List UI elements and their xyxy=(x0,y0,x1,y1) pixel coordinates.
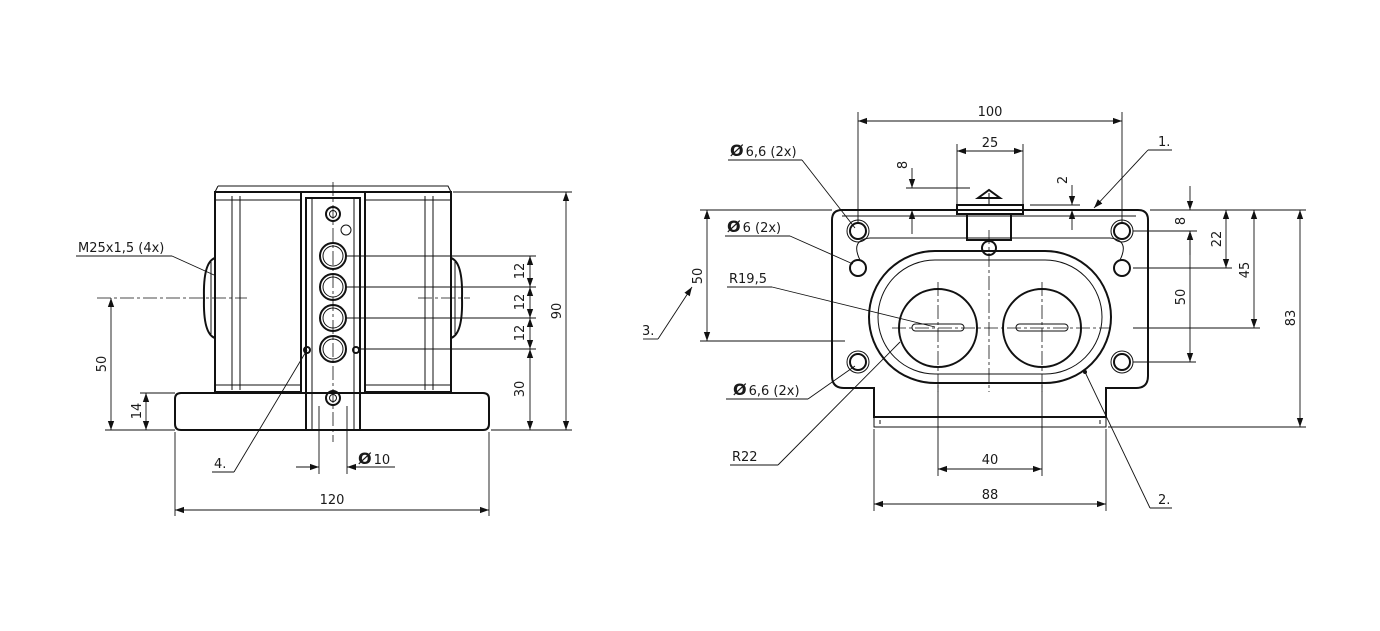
front-base-flange xyxy=(174,392,490,431)
side-lens-rim xyxy=(868,250,1112,384)
side-actuator xyxy=(956,204,1024,215)
dim-40: 40 xyxy=(982,453,999,468)
dim-50-side-left: 50 xyxy=(691,268,706,285)
thread-callout: M25x1,5 (4x) xyxy=(78,241,164,256)
diameter-symbol-mid: Ø xyxy=(727,217,741,236)
dim-45: 45 xyxy=(1238,262,1253,279)
dim-8-right: 8 xyxy=(1174,217,1189,225)
dim-50-right: 50 xyxy=(1174,289,1189,306)
label-hole-top-value: 6,6 (2x) xyxy=(746,145,797,160)
dim-83: 83 xyxy=(1284,310,1299,327)
side-view: 100 25 8 2 8 50 22 45 83 xyxy=(642,105,1306,511)
dim-50-front: 50 xyxy=(95,356,110,373)
side-housing-outline xyxy=(831,209,1149,418)
dim-8-left: 8 xyxy=(896,161,911,169)
callout-4: 4. xyxy=(214,457,226,472)
dim-120: 120 xyxy=(320,493,345,508)
dim-30: 30 xyxy=(513,381,528,398)
front-left-block xyxy=(214,191,302,393)
dim-12-b: 12 xyxy=(513,294,528,311)
dim-12-c: 12 xyxy=(513,325,528,342)
dim-22: 22 xyxy=(1210,231,1225,248)
dim-14: 14 xyxy=(130,403,145,420)
label-hole-mid-value: 6 (2x) xyxy=(743,221,782,236)
dim-25: 25 xyxy=(982,136,999,151)
dim-2: 2 xyxy=(1056,176,1071,184)
front-right-block xyxy=(364,191,452,393)
callout-2: 2. xyxy=(1158,493,1170,508)
dim-100: 100 xyxy=(978,105,1003,120)
diameter-symbol-bottom: Ø xyxy=(733,380,747,399)
dim-88: 88 xyxy=(982,488,999,503)
dim-90: 90 xyxy=(550,303,565,320)
side-mounting-holes xyxy=(846,219,1134,374)
diameter-symbol-top: Ø xyxy=(730,141,744,160)
label-r19-5: R19,5 xyxy=(729,272,767,287)
left-cable-gland xyxy=(202,257,216,339)
dim-12-a: 12 xyxy=(513,263,528,280)
dim-dia-10-value: 10 xyxy=(374,453,391,468)
callout-3: 3. xyxy=(642,324,654,339)
label-hole-bottom-value: 6,6 (2x) xyxy=(749,384,800,399)
label-r22: R22 xyxy=(732,450,758,465)
diameter-symbol: Ø xyxy=(358,449,372,468)
right-cable-gland xyxy=(450,257,464,339)
callout-1: 1. xyxy=(1158,135,1170,150)
